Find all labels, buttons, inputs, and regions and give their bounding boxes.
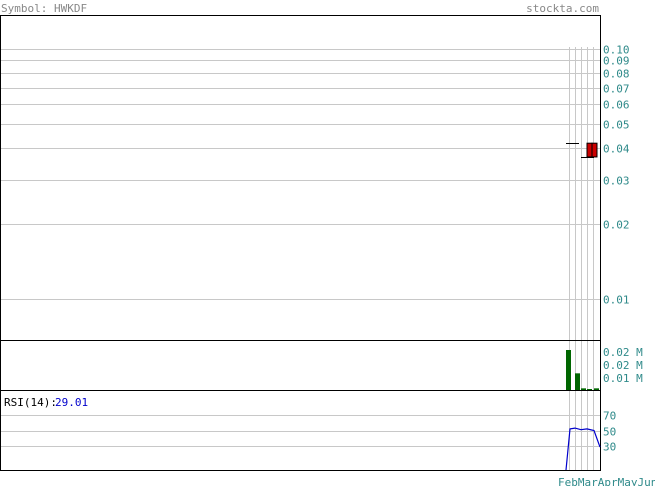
rsi-panel-frame xyxy=(0,390,601,471)
rsi-axis-ticks: 70 50 30 xyxy=(603,410,616,454)
volume-bar xyxy=(575,373,580,390)
price-tick-label: 0.02 xyxy=(603,219,630,232)
price-candle xyxy=(586,142,593,158)
volume-tick-label: 0.02 M xyxy=(603,346,643,359)
price-tick-label: 0.10 xyxy=(603,44,630,57)
rsi-line xyxy=(565,427,601,471)
symbol-label: Symbol: HWKDF xyxy=(1,2,87,15)
price-axis-ticks: 0.100.090.08 0.07 0.06 0.05 0.04 0.03 0.02 0.01 xyxy=(603,44,630,307)
price-tick-label: 0.06 xyxy=(603,99,630,112)
volume-tick-label: 0.02 M xyxy=(603,359,643,372)
price-panel-frame xyxy=(0,15,601,341)
price-tick-label: 0.01 xyxy=(603,294,630,307)
volume-bar xyxy=(594,388,599,390)
volume-panel-frame xyxy=(0,340,601,391)
volume-bar xyxy=(581,388,586,390)
volume-bar xyxy=(566,350,571,390)
volume-bar xyxy=(587,389,592,390)
rsi-current-value: 29.01 xyxy=(55,396,88,409)
price-tick-label: 0.05 xyxy=(603,119,630,132)
site-name: stockta.com xyxy=(526,2,599,15)
rsi-gridlines xyxy=(1,415,600,447)
volume-axis-ticks: 0.02 M0.02 M0.01 M xyxy=(603,346,643,385)
price-tick-label: 0.09 xyxy=(603,55,630,68)
price-tick-label: 0.04 xyxy=(603,143,630,156)
price-candles xyxy=(566,142,598,158)
price-tick-label: 0.03 xyxy=(603,175,630,188)
rsi-line-group xyxy=(565,427,601,471)
rsi-tick-label: 50 xyxy=(603,426,616,439)
rsi-label: RSI(14): xyxy=(4,396,57,409)
volume-tick-label: 0.01 M xyxy=(603,372,643,385)
rsi-tick-label: 30 xyxy=(603,441,616,454)
price-candle xyxy=(591,142,598,158)
price-gridlines xyxy=(1,49,600,300)
volume-bars xyxy=(566,350,599,390)
price-tick-label: 0.07 xyxy=(603,83,630,96)
date-gridlines xyxy=(569,47,594,470)
rsi-tick-label: 70 xyxy=(603,410,616,423)
price-tick-label: 0.08 xyxy=(603,68,630,81)
x-axis-date-labels: FebMarAprMayJun xyxy=(558,476,655,486)
